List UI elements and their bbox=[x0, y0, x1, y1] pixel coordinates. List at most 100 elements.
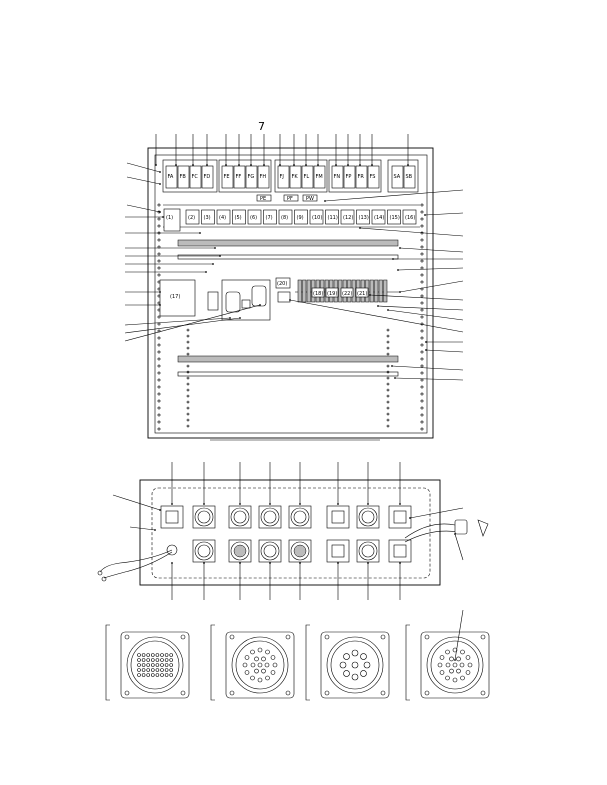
pin bbox=[169, 663, 173, 667]
leader-arrow bbox=[239, 562, 241, 564]
pin bbox=[151, 668, 155, 672]
mount-hole bbox=[186, 340, 190, 344]
mount-hole bbox=[386, 400, 390, 404]
connector-insert bbox=[263, 544, 277, 558]
leader-arrow bbox=[263, 164, 265, 166]
pin bbox=[151, 673, 155, 677]
leader-arrow bbox=[159, 509, 161, 511]
connector-insert bbox=[233, 544, 247, 558]
mount-hole bbox=[157, 357, 161, 361]
leader-arrow bbox=[454, 533, 456, 535]
mount-hole bbox=[157, 420, 161, 424]
terminal bbox=[306, 279, 311, 303]
leader-arrow bbox=[394, 377, 396, 379]
cable-lug-1 bbox=[97, 570, 103, 576]
pin bbox=[160, 663, 164, 667]
mount-hole bbox=[157, 252, 161, 256]
pin bbox=[146, 668, 150, 672]
leader-arrow bbox=[347, 164, 349, 166]
relay bbox=[201, 209, 215, 225]
pin bbox=[445, 662, 451, 668]
connector-flange bbox=[228, 505, 252, 529]
mount-hole bbox=[420, 266, 424, 270]
leader-arrow bbox=[359, 164, 361, 166]
mount-hole bbox=[157, 399, 161, 403]
relay bbox=[278, 209, 293, 225]
leader-arrow bbox=[155, 164, 157, 166]
leader-arrow bbox=[239, 317, 241, 319]
pin bbox=[465, 670, 471, 675]
detail-bracket bbox=[105, 624, 110, 701]
component-22 bbox=[340, 287, 354, 298]
leader-arrow bbox=[399, 503, 401, 505]
relay-label: (6) bbox=[250, 215, 257, 221]
connector-flange bbox=[356, 505, 380, 529]
leader-arrow bbox=[425, 349, 427, 351]
mount-hole bbox=[420, 252, 424, 256]
detail-flange-hole bbox=[480, 690, 486, 696]
relay bbox=[371, 209, 386, 225]
pin bbox=[155, 663, 160, 667]
relay-label: (13) bbox=[359, 215, 369, 221]
fuse-label: FG bbox=[248, 174, 255, 180]
fuse-holder bbox=[201, 165, 214, 189]
leader-arrow bbox=[409, 517, 411, 519]
cable-plug bbox=[454, 519, 468, 535]
relay bbox=[163, 208, 181, 232]
mount-hole bbox=[420, 245, 424, 249]
leader-arrow bbox=[206, 164, 208, 166]
leader-arrow bbox=[171, 503, 173, 505]
leader-arrow bbox=[377, 305, 379, 307]
mount-hole bbox=[157, 238, 161, 242]
mount-hole bbox=[186, 376, 190, 380]
pin bbox=[169, 668, 173, 672]
relay-label: (15) bbox=[390, 215, 400, 221]
component-17 bbox=[159, 279, 196, 317]
mount-hole bbox=[157, 266, 161, 270]
relay-label: (3) bbox=[204, 215, 211, 221]
pin bbox=[164, 663, 169, 667]
connector-face-round bbox=[290, 507, 310, 527]
fuse-holder bbox=[277, 165, 290, 189]
relay-label: (8) bbox=[281, 215, 288, 221]
detail-flange-hole bbox=[324, 634, 330, 640]
mount-hole bbox=[386, 364, 390, 368]
mount-hole bbox=[186, 406, 190, 410]
mount-hole bbox=[420, 350, 424, 354]
connector-face-round bbox=[194, 541, 214, 561]
detail-bracket bbox=[305, 624, 310, 701]
mount-hole bbox=[186, 400, 190, 404]
mount-hole bbox=[157, 378, 161, 382]
mount-hole bbox=[420, 224, 424, 228]
pin bbox=[351, 673, 359, 681]
mount-hole bbox=[420, 385, 424, 389]
leader-arrow bbox=[367, 503, 369, 505]
mount-hole bbox=[420, 294, 424, 298]
leader-arrow bbox=[387, 309, 389, 311]
mount-hole bbox=[386, 376, 390, 380]
pin bbox=[146, 663, 150, 667]
leader-arrow bbox=[212, 263, 214, 265]
detail-flange-hole bbox=[380, 690, 386, 696]
pin bbox=[449, 668, 454, 674]
leader-arrow bbox=[299, 503, 301, 505]
left-hole-column bbox=[157, 203, 161, 431]
fuse-holder bbox=[257, 165, 270, 189]
connector-face-round bbox=[230, 541, 250, 561]
mount-hole bbox=[186, 388, 190, 392]
leader-arrow bbox=[289, 299, 291, 301]
pin bbox=[456, 656, 461, 662]
pin bbox=[264, 662, 270, 668]
relay bbox=[185, 209, 200, 225]
leader-arrow bbox=[238, 164, 240, 166]
mount-hole bbox=[386, 346, 390, 350]
leader-arrow bbox=[392, 258, 394, 260]
figure-number: 7 bbox=[258, 120, 265, 133]
mount-hole bbox=[420, 210, 424, 214]
leader-arrow bbox=[159, 291, 161, 293]
mount-hole bbox=[157, 224, 161, 228]
leader-line bbox=[124, 304, 261, 342]
connector-face-round bbox=[358, 507, 378, 527]
